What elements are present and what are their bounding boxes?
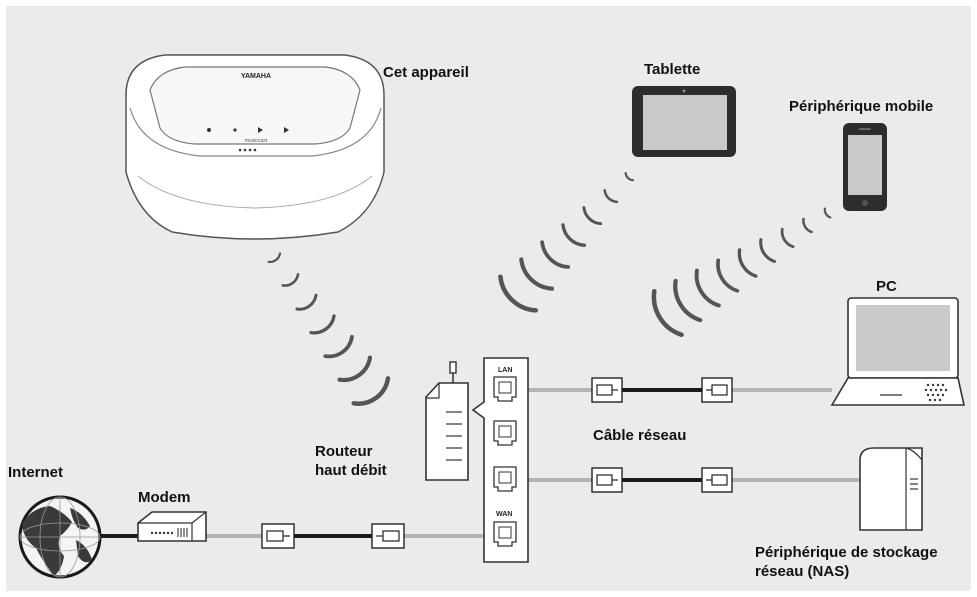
modem-icon xyxy=(137,511,207,542)
wireless-wave-arc xyxy=(281,273,300,287)
globe-icon xyxy=(18,495,102,579)
play-pause-icon xyxy=(284,127,289,133)
wireless-wave-arc xyxy=(267,252,282,263)
label-nas-line2: réseau (NAS) xyxy=(755,563,849,580)
label-modem: Modem xyxy=(138,489,191,506)
wireless-wave-arc xyxy=(540,240,571,269)
label-router-line2: haut débit xyxy=(315,462,387,479)
lan-port-icon xyxy=(493,376,517,402)
label-cable: Câble réseau xyxy=(593,427,686,444)
label-internet: Internet xyxy=(8,464,63,481)
lan-port-icon xyxy=(493,420,517,446)
wireless-wave-arc xyxy=(582,206,603,226)
power-icon xyxy=(207,128,211,132)
wireless-signal-tablet xyxy=(498,172,635,313)
label-pc: PC xyxy=(876,278,897,295)
laptop-icon xyxy=(830,297,965,406)
wireless-wave-arc xyxy=(694,268,721,308)
label-device: Cet appareil xyxy=(383,64,469,81)
wireless-wave-arc xyxy=(309,314,336,335)
rj45-plug xyxy=(371,523,405,549)
nas-storage-icon xyxy=(859,447,923,531)
wireless-wave-arc xyxy=(802,217,813,234)
lan-port-icon xyxy=(493,466,517,492)
tablet-icon xyxy=(632,86,736,157)
rj45-plug xyxy=(591,377,623,403)
volume-up-icon xyxy=(258,127,263,133)
volume-down-icon xyxy=(233,128,237,132)
label-mobile: Périphérique mobile xyxy=(789,98,933,115)
wireless-wave-arc xyxy=(323,334,354,359)
wireless-wave-arc xyxy=(737,248,758,278)
speaker-model-logo: musiccast xyxy=(245,138,268,144)
rj45-plug xyxy=(591,467,623,493)
wireless-wave-arc xyxy=(519,257,555,291)
wireless-wave-arc xyxy=(351,376,391,406)
status-indicator-icon xyxy=(238,148,257,152)
wireless-wave-arc xyxy=(603,189,619,204)
router-icon xyxy=(425,361,469,481)
wireless-wave-arc xyxy=(823,207,832,219)
wireless-wave-arc xyxy=(673,278,703,323)
wireless-wave-arc xyxy=(716,258,740,293)
wireless-wave-arc xyxy=(624,172,635,182)
wireless-signal-speaker xyxy=(267,252,391,406)
wireless-wave-arc xyxy=(651,288,684,338)
label-router-line1: Routeur xyxy=(315,443,373,460)
speaker-device: YAMAHA musiccast xyxy=(125,54,385,240)
wireless-signal-mobile xyxy=(651,207,832,338)
router-port-panel xyxy=(471,357,529,563)
label-lan-port: LAN xyxy=(498,367,512,374)
wireless-wave-arc xyxy=(498,274,539,313)
rj45-plug xyxy=(701,467,733,493)
wireless-wave-arc xyxy=(337,355,373,383)
wireless-wave-arc xyxy=(295,293,318,311)
speaker-brand-logo: YAMAHA xyxy=(241,73,271,80)
wireless-wave-arc xyxy=(780,227,795,249)
label-wan-port: WAN xyxy=(496,511,512,518)
wan-port-icon xyxy=(493,521,517,547)
label-nas-line1: Périphérique de stockage xyxy=(755,544,938,561)
smartphone-icon xyxy=(843,123,887,211)
wireless-wave-arc xyxy=(561,223,587,247)
rj45-plug xyxy=(701,377,733,403)
label-tablet: Tablette xyxy=(644,61,700,78)
rj45-plug xyxy=(261,523,295,549)
wireless-wave-arc xyxy=(759,238,777,263)
